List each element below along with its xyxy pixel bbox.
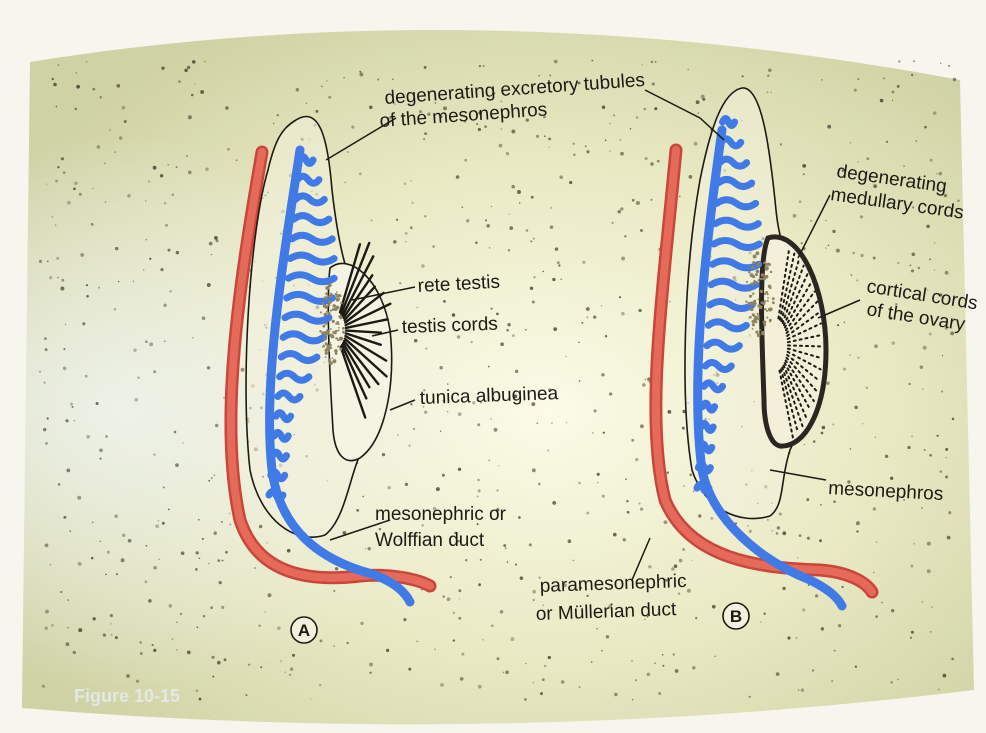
label-testis-cords: testis cords — [401, 314, 498, 338]
label-mesonephric-line1: mesonephric or — [375, 504, 507, 525]
figure-label: Figure 10-15 — [74, 686, 180, 706]
panel-b-letter: B — [730, 607, 742, 626]
panel-a-letter: A — [298, 621, 310, 640]
label-mesonephric-line2: Wolffian duct — [375, 530, 485, 551]
label-rete-testis: rete testis — [417, 272, 500, 297]
